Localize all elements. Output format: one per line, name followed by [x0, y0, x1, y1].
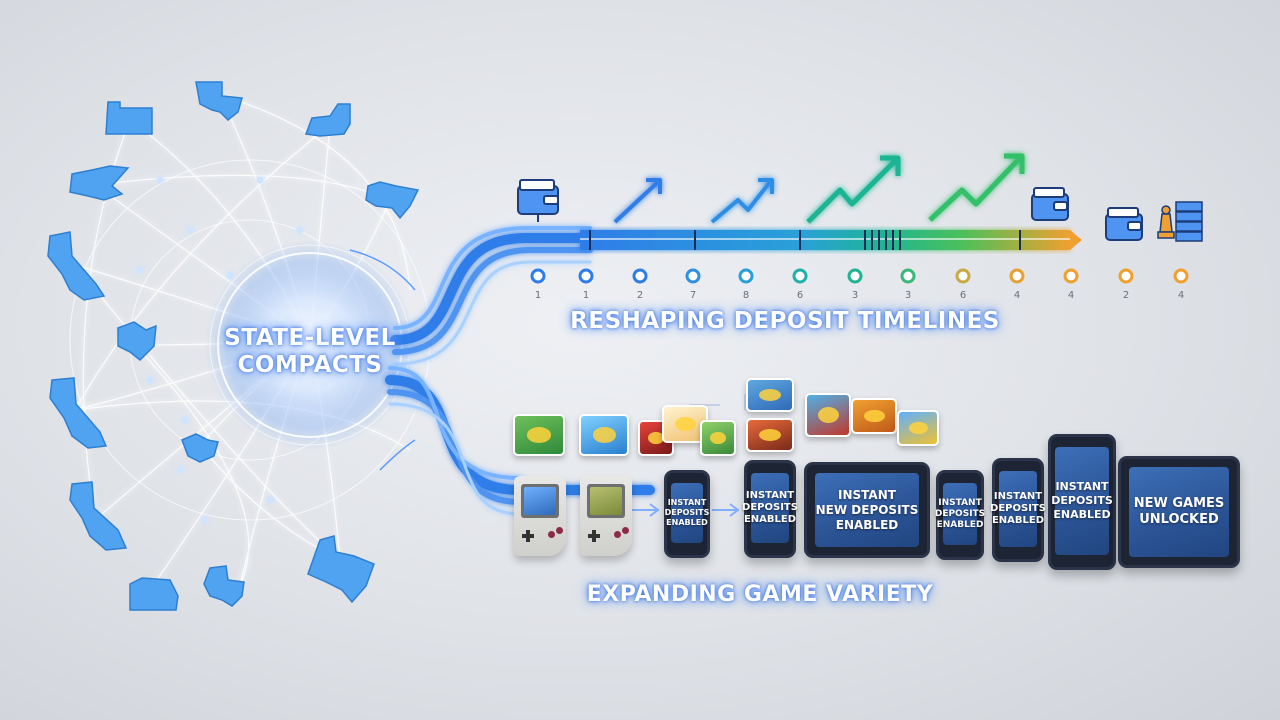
upper-flow-ribbon	[390, 225, 595, 366]
tablet-screen-line: NEW DEPOSITS	[815, 502, 919, 517]
state-shape-icon	[105, 101, 153, 135]
phone-screen-text: INSTANT DEPOSITS ENABLED	[742, 490, 798, 525]
state-shape-icon	[69, 481, 128, 551]
trend-arrow-icon	[928, 153, 1025, 222]
timeline-tick: 1	[582, 290, 590, 301]
trend-arrow-icon	[710, 178, 774, 224]
wallet-icon	[517, 179, 559, 222]
flow-arrows	[349, 249, 416, 471]
game-thumbnail	[579, 414, 629, 456]
phone-screen-line: INSTANT	[1055, 480, 1109, 493]
device-flow-arrows	[632, 503, 740, 517]
chess-piece-icon	[1157, 205, 1175, 239]
timeline-title: RESHAPING DEPOSIT TIMELINES	[570, 308, 1000, 334]
state-shape-icon	[181, 433, 219, 463]
state-shape-icon	[49, 377, 108, 449]
trend-arrow-icon	[613, 178, 662, 224]
handheld-console	[514, 476, 566, 556]
phone-screen-text: INSTANT DEPOSITS ENABLED	[990, 491, 1046, 526]
tablet-screen-line: NEW GAMES	[1133, 496, 1225, 511]
wallet-icon	[1105, 207, 1143, 241]
tablet-screen-line: INSTANT	[838, 487, 896, 502]
hub-label: STATE-LEVEL COMPACTS	[205, 325, 415, 379]
timeline-tick: 4	[1067, 290, 1075, 301]
timeline-tick: 7	[689, 290, 697, 301]
tablet-screen-line: ENABLED	[835, 517, 899, 532]
timeline-tick: 2	[636, 290, 644, 301]
network-lines	[74, 94, 411, 591]
state-shape-icon	[304, 103, 351, 137]
state-shapes	[47, 81, 420, 611]
game-thumbnail	[700, 420, 736, 456]
network-nodes	[116, 176, 304, 524]
tablet-screen-line: UNLOCKED	[1139, 512, 1219, 527]
phone-screen-line: ENABLED	[1053, 508, 1111, 521]
ledger-icon	[1175, 201, 1203, 242]
timeline-tick: 6	[796, 290, 804, 301]
state-shape-icon	[117, 321, 157, 362]
timeline-tick: 6	[959, 290, 967, 301]
phone-device: INSTANT DEPOSITS ENABLED	[664, 470, 710, 558]
state-shape-icon	[307, 535, 375, 604]
variety-title: EXPANDING GAME VARIETY	[586, 582, 934, 607]
trend-arrow-icon	[806, 155, 901, 224]
hub-glow	[205, 240, 415, 450]
game-thumbnail	[897, 410, 939, 446]
timeline-tick: 3	[851, 290, 859, 301]
game-thumbnail	[805, 393, 851, 437]
timeline-tick: 4	[1013, 290, 1021, 301]
state-shape-icon	[203, 565, 245, 607]
phone-device: INSTANT DEPOSITS ENABLED	[742, 460, 798, 558]
hub-label-line2: COMPACTS	[237, 352, 383, 378]
timeline-bar	[580, 230, 1082, 250]
game-thumbnail	[513, 414, 565, 456]
phone-device: INSTANT DEPOSITS ENABLED	[934, 470, 986, 560]
tablet-device: NEW GAMES UNLOCKED	[1118, 456, 1240, 568]
timeline-tick: 2	[1122, 290, 1130, 301]
state-shape-icon	[129, 577, 179, 611]
timeline-tick: 1	[534, 290, 542, 301]
trend-arrows	[613, 153, 1025, 224]
state-shape-icon	[365, 181, 420, 220]
state-shape-icon	[195, 81, 243, 122]
state-shape-icon	[47, 231, 106, 301]
phone-screen-text: INSTANT DEPOSITS ENABLED	[664, 498, 710, 527]
game-thumbnail	[746, 418, 794, 452]
lower-flow-ribbon	[385, 366, 655, 516]
game-thumbnail	[851, 398, 897, 434]
hub-label-line1: STATE-LEVEL	[224, 325, 396, 351]
phone-screen-line: DEPOSITS	[1051, 494, 1113, 507]
timeline-tick: 3	[904, 290, 912, 301]
phone-device: INSTANT DEPOSITS ENABLED	[990, 458, 1046, 562]
timeline-tick: 8	[742, 290, 750, 301]
game-thumbnail	[746, 378, 794, 412]
tablet-device: INSTANT NEW DEPOSITS ENABLED	[804, 462, 930, 558]
timeline-nodes	[530, 268, 1189, 284]
phone-screen-text: INSTANT DEPOSITS ENABLED	[934, 497, 986, 530]
wallet-icon	[1031, 187, 1069, 221]
state-shape-icon	[69, 165, 130, 201]
phone-device: INSTANT DEPOSITS ENABLED	[1048, 434, 1116, 570]
handheld-console	[580, 476, 632, 556]
timeline-tick: 4	[1177, 290, 1185, 301]
hub-ring	[217, 252, 403, 438]
